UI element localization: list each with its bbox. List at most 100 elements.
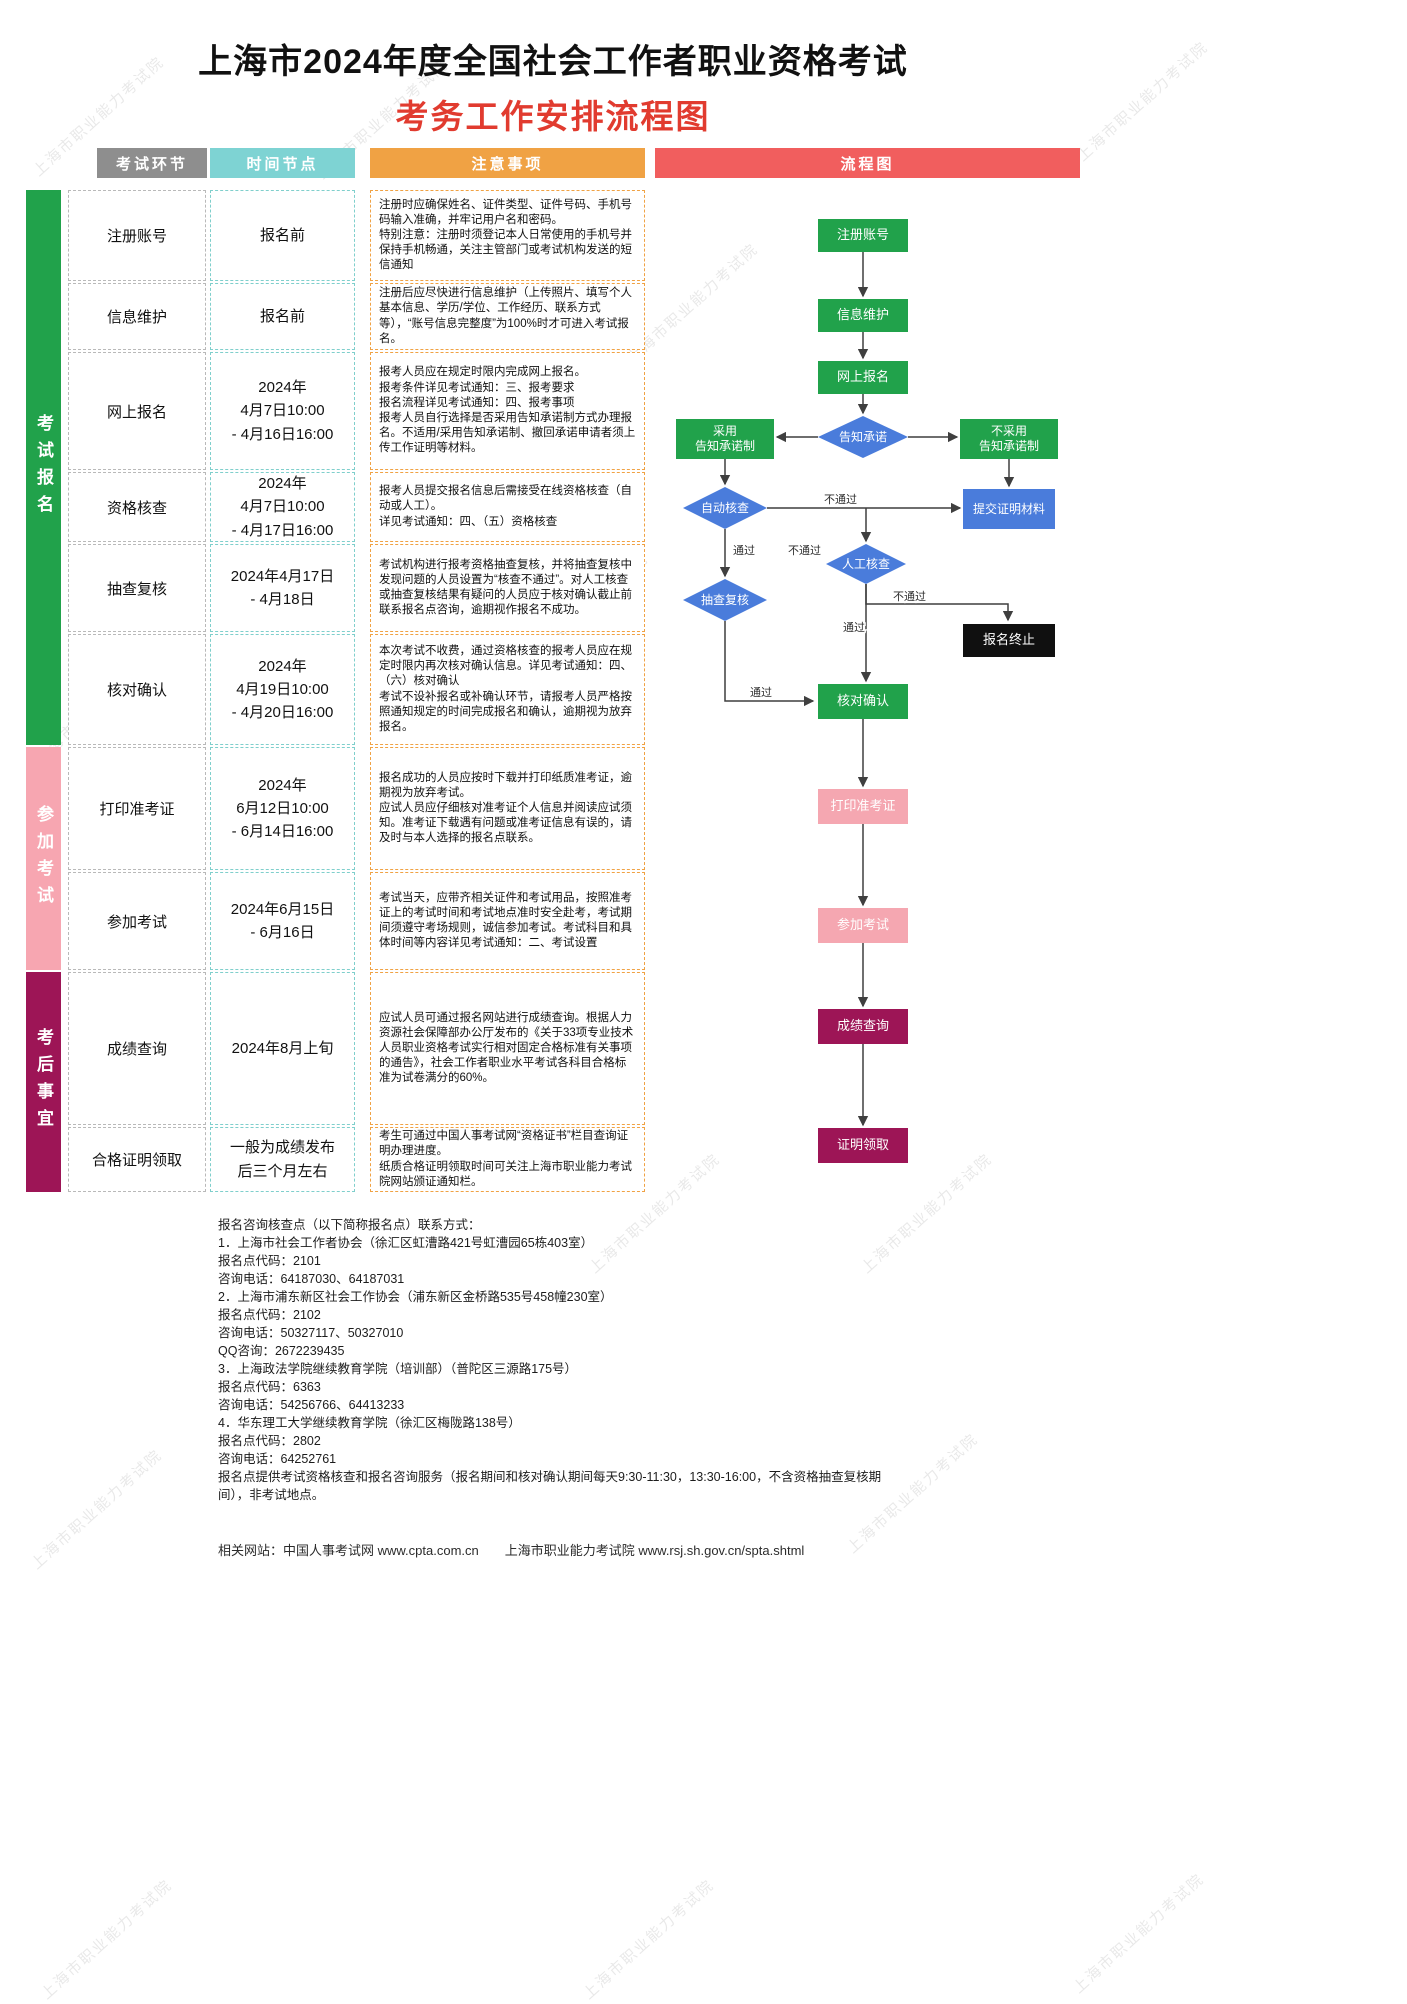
time-cell-cert: 一般为成绩发布 后三个月左右 (210, 1127, 355, 1192)
time-cell-score: 2024年8月上旬 (210, 972, 355, 1125)
contact-line: 2．上海市浦东新区社会工作协会（浦东新区金桥路535号458幢230室） (218, 1290, 613, 1304)
note-text: 报名成功的人员应按时下载并打印纸质准考证，逾期视为放弃考试。 应试人员应仔细核对… (379, 771, 632, 845)
time-cell-spotcheck: 2024年4月17日 - 4月18日 (210, 544, 355, 632)
flow-node-label: 注册账号 (836, 227, 889, 243)
edge-label-pass: 通过 (843, 621, 865, 634)
contact-block: 报名咨询核查点（以下简称报名点）联系方式： 1．上海市社会工作者协会（徐汇区虹漕… (218, 1216, 898, 1504)
time-label: 一般为成绩发布 后三个月左右 (229, 1139, 335, 1180)
note-cell-attend: 考试当天，应带齐相关证件和考试用品，按照准考证上的考试时间和考试地点准时安全赴考… (370, 872, 645, 970)
flow-node-label: 打印准考证 (830, 798, 896, 814)
flow-node-submit-proof: 提交证明材料 (963, 489, 1055, 529)
flow-node-register: 注册账号 (818, 219, 908, 252)
contact-line: 报名咨询核查点（以下简称报名点）联系方式： (218, 1218, 481, 1232)
note-cell-print: 报名成功的人员应按时下载并打印纸质准考证，逾期视为放弃考试。 应试人员应仔细核对… (370, 747, 645, 870)
flow-node-label: 抽查复核 (700, 592, 749, 607)
time-label: 2024年4月17日 - 4月18日 (230, 567, 335, 608)
contact-line: 报名点代码：2802 (218, 1434, 321, 1448)
note-text: 考生可通过中国人事考试网“资格证书”栏目查询证明办理进度。 纸质合格证明领取时间… (379, 1130, 632, 1188)
step-label: 合格证明领取 (91, 1152, 182, 1169)
time-label: 报名前 (259, 307, 305, 325)
title-block: 上海市2024年度全国社会工作者职业资格考试 考务工作安排流程图 (26, 34, 1080, 138)
contact-line: 咨询电话：64252761 (218, 1452, 337, 1466)
header-flowchart-label: 流程图 (840, 155, 895, 173)
note-text: 注册后应尽快进行信息维护（上传照片、填写个人基本信息、学历/学位、工作经历、联系… (379, 287, 632, 345)
contact-line: 1．上海市社会工作者协会（徐汇区虹漕路421号虹漕园65栋403室） (218, 1236, 594, 1250)
step-cell-score: 成绩查询 (68, 972, 206, 1125)
note-text: 报考人员应在规定时限内完成网上报名。 报考条件详见考试通知：三、报考要求 报名流… (379, 366, 636, 455)
time-label: 报名前 (259, 226, 305, 244)
flow-node-label: 采用 告知承诺制 (694, 424, 755, 453)
note-cell-cert: 考生可通过中国人事考试网“资格证书”栏目查询证明办理进度。 纸质合格证明领取时间… (370, 1127, 645, 1192)
flow-node-label: 提交证明材料 (972, 501, 1045, 516)
flow-node-label: 核对确认 (836, 693, 889, 709)
edge-label-pass: 通过 (750, 686, 772, 699)
time-cell-register: 报名前 (210, 190, 355, 281)
flow-node-label: 自动核查 (700, 500, 749, 515)
note-cell-register: 注册时应确保姓名、证件类型、证件号码、手机号码输入准确，并牢记用户名和密码。 特… (370, 190, 645, 281)
flow-edge-labels: 不通过 不通过 通过 通过 不通过 通过 (732, 492, 928, 701)
step-label: 资格核查 (106, 499, 167, 517)
flow-node-confirm: 核对确认 (818, 684, 908, 719)
step-cell-confirm: 核对确认 (68, 634, 206, 745)
flow-node-attend: 参加考试 (818, 908, 908, 943)
time-cell-confirm: 2024年 4月19日10:00 - 4月20日16:00 (210, 634, 355, 745)
note-text: 本次考试不收费，通过资格核查的报考人员应在规定时限内再次核对确认信息。详见考试通… (379, 644, 632, 733)
contact-line: QQ咨询：2672239435 (218, 1344, 345, 1358)
step-label: 核对确认 (106, 682, 167, 699)
step-label: 成绩查询 (106, 1041, 167, 1058)
time-cell-print: 2024年 6月12日10:00 - 6月14日16:00 (210, 747, 355, 870)
header-exam-step: 考试环节 (97, 148, 207, 178)
time-cell-info: 报名前 (210, 283, 355, 350)
step-label: 注册账号 (106, 228, 167, 245)
note-text: 考试机构进行报考资格抽查复核，并将抽查复核中发现问题的人员设置为“核查不通过”。… (379, 558, 632, 617)
phase-label: 考试报名 (34, 413, 53, 522)
time-cell-attend: 2024年6月15日 - 6月16日 (210, 872, 355, 970)
step-cell-register: 注册账号 (68, 190, 206, 281)
note-cell-online: 报考人员应在规定时限内完成网上报名。 报考条件详见考试通知：三、报考要求 报名流… (370, 352, 645, 470)
contact-line: 咨询电话：50327117、50327010 (218, 1326, 404, 1340)
flow-node-label: 报名终止 (982, 632, 1035, 648)
flow-node-label: 告知承诺 (838, 429, 887, 444)
step-cell-qualification: 资格核查 (68, 472, 206, 542)
time-label: 2024年 4月19日10:00 - 4月20日16:00 (231, 657, 334, 722)
flow-node-adopt-promise: 采用 告知承诺制 (676, 419, 774, 459)
flow-node-print-ticket: 打印准考证 (818, 789, 908, 824)
page-title-line1: 上海市2024年度全国社会工作者职业资格考试 (198, 43, 908, 81)
contact-line: 报名点代码：2101 (218, 1254, 321, 1268)
contact-line: 3．上海政法学院继续教育学院（培训部）（普陀区三源路175号） (218, 1362, 578, 1376)
contact-line: 报名点代码：2102 (218, 1308, 321, 1322)
contact-line: 报名点提供考试资格核查和报名咨询服务（报名期间和核对确认期间每天9:30-11:… (218, 1470, 882, 1502)
note-text: 报考人员提交报名信息后需接受在线资格核查（自动或人工）。 详见考试通知：四、（五… (379, 485, 632, 528)
contact-line: 咨询电话：54256766、64413233 (218, 1398, 405, 1412)
time-label: 2024年 6月12日10:00 - 6月14日16:00 (231, 776, 334, 841)
phase-take-exam: 参加考试 (26, 747, 61, 970)
flow-node-label: 成绩查询 (836, 1018, 889, 1034)
header-flowchart: 流程图 (655, 148, 1080, 178)
flow-node-label: 人工核查 (841, 556, 890, 571)
step-label: 抽查复核 (106, 580, 167, 598)
time-label: 2024年6月15日 - 6月16日 (230, 900, 335, 941)
step-label: 信息维护 (106, 309, 167, 326)
note-text: 注册时应确保姓名、证件类型、证件号码、手机号码输入准确，并牢记用户名和密码。 特… (379, 198, 632, 272)
flow-node-label: 参加考试 (836, 917, 889, 933)
flow-edge-lines (719, 252, 1015, 1127)
step-label: 打印准考证 (99, 801, 175, 818)
step-label: 参加考试 (106, 913, 167, 931)
page-title-line2: 考务工作安排流程图 (395, 98, 711, 135)
note-text: 考试当天，应带齐相关证件和考试用品，按照准考证上的考试时间和考试地点准时安全赴考… (379, 891, 632, 950)
footer: 相关网站：中国人事考试网 www.cpta.com.cn 上海市职业能力考试院 … (218, 1540, 1118, 1559)
header-time-node-label: 时间节点 (246, 155, 319, 173)
note-cell-info: 注册后应尽快进行信息维护（上传照片、填写个人基本信息、学历/学位、工作经历、联系… (370, 283, 645, 350)
flow-node-not-adopt-promise: 不采用 告知承诺制 (960, 419, 1058, 459)
flow-node-label: 信息维护 (836, 307, 889, 323)
flow-node-info: 信息维护 (818, 299, 908, 332)
flow-node-cert: 证明领取 (818, 1128, 908, 1163)
note-cell-spotcheck: 考试机构进行报考资格抽查复核，并将抽查复核中发现问题的人员设置为“核查不通过”。… (370, 544, 645, 632)
time-label: 2024年8月上旬 (231, 1039, 334, 1057)
note-text: 应试人员可通过报名网站进行成绩查询。根据人力资源社会保障部办公厅发布的《关于33… (379, 1011, 634, 1085)
contact-line: 咨询电话：64187030、64187031 (218, 1272, 405, 1286)
edge-label-fail: 不通过 (893, 590, 926, 603)
phase-label: 考后事宜 (34, 1028, 53, 1136)
